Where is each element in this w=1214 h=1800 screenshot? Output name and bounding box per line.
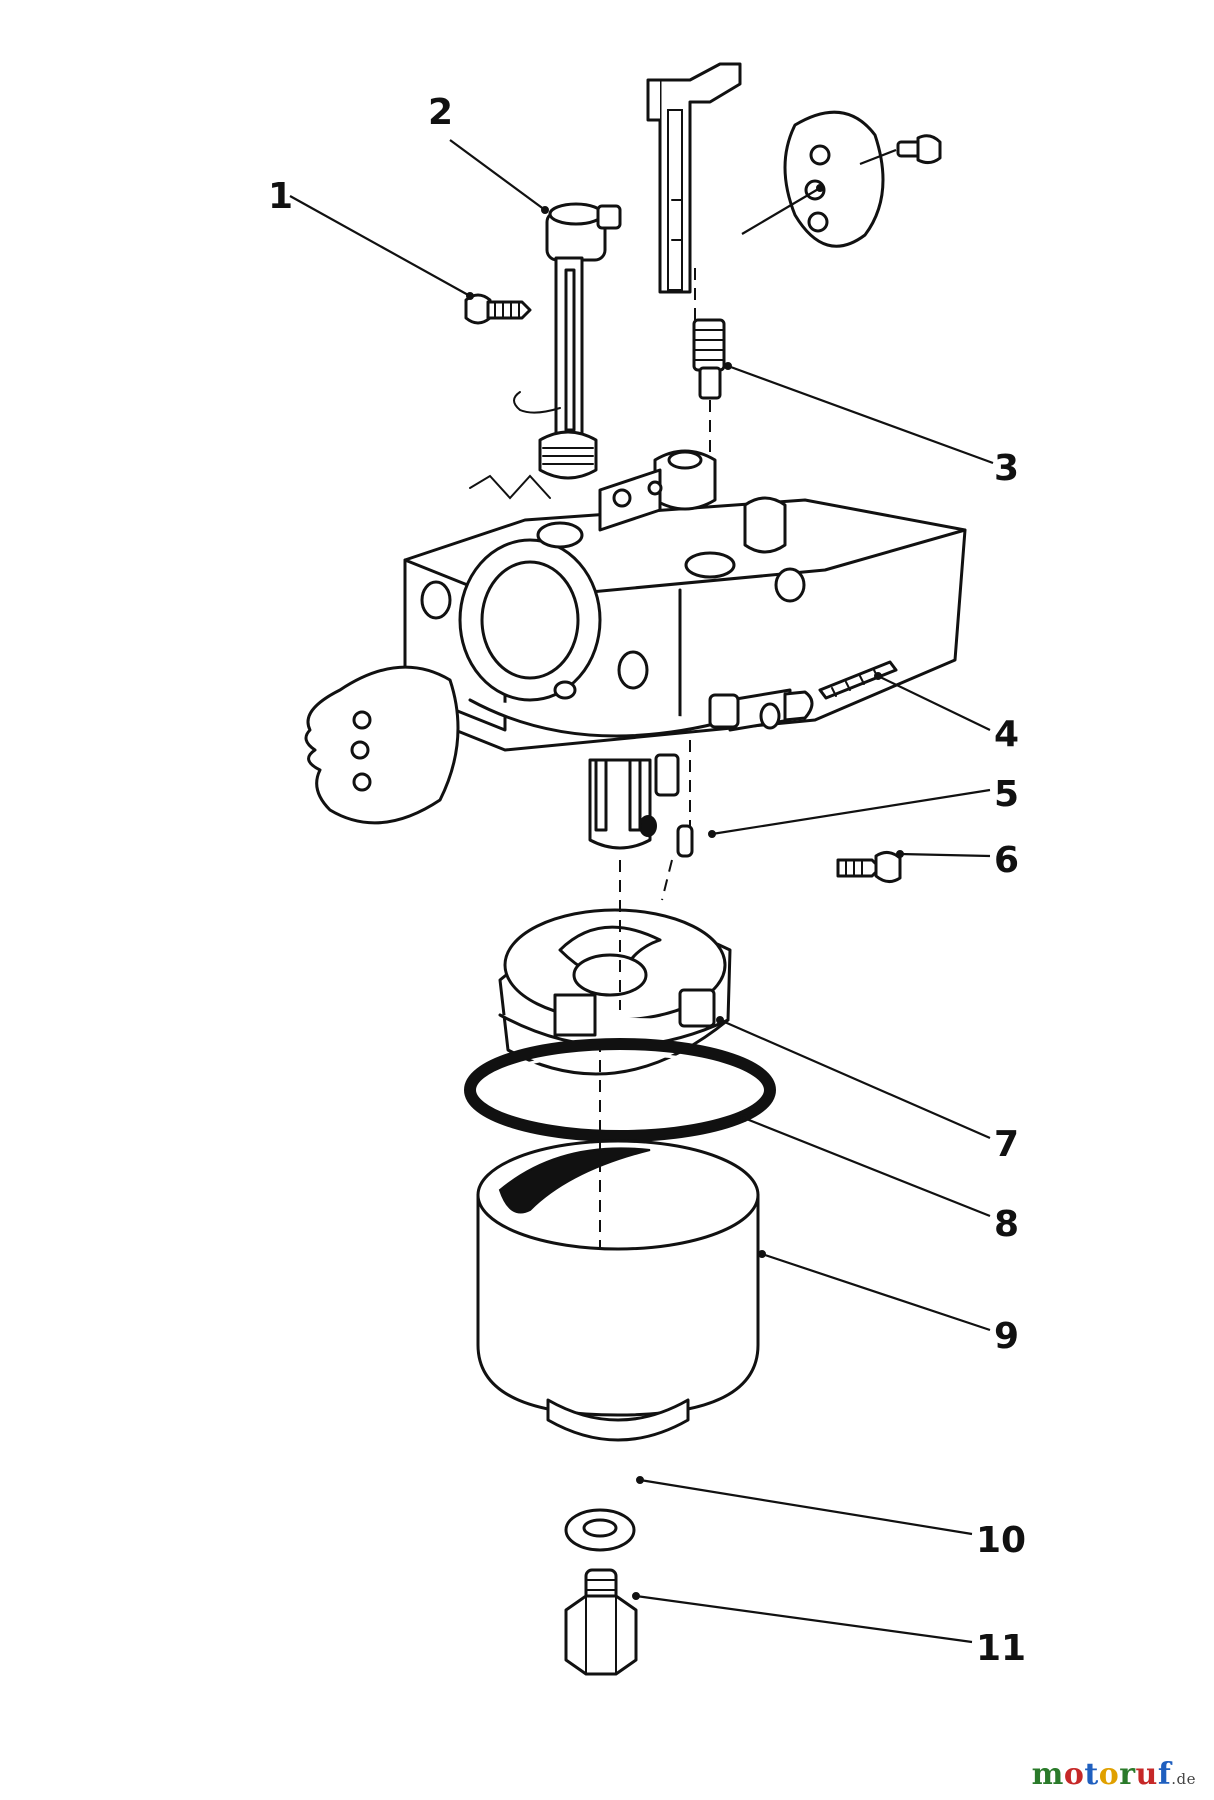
screw-part-6	[836, 851, 902, 883]
watermark-letter: o	[1098, 1757, 1120, 1792]
callout-4: 4	[994, 714, 1019, 755]
choke-plate-part	[783, 110, 942, 248]
needle-part-5	[676, 824, 694, 858]
centerline-pin	[661, 859, 673, 901]
callout-7: 7	[994, 1124, 1019, 1165]
callouts: 1 2 3 4 5 6 7 8 9 10 11	[268, 92, 1026, 1669]
watermark-suffix: .de	[1171, 1770, 1196, 1788]
bowl-gasket-part-8	[464, 1038, 776, 1142]
pin-part-4	[818, 660, 898, 700]
screw-part-1	[464, 293, 532, 325]
leader-lines	[289, 139, 994, 1644]
watermark-letter: o	[1063, 1757, 1085, 1792]
watermark-letter: m	[1031, 1757, 1064, 1792]
callout-5: 5	[994, 774, 1019, 815]
watermark-letter: f	[1157, 1757, 1172, 1792]
main-nozzle-part	[588, 753, 680, 850]
callout-3: 3	[994, 448, 1019, 489]
adjust-screw-part-3	[692, 318, 726, 400]
throttle-spring-wire	[469, 474, 551, 500]
float-bowl-part-9	[476, 1139, 760, 1442]
watermark-letter: u	[1135, 1757, 1158, 1792]
callout-11: 11	[976, 1628, 1026, 1669]
watermark-letter: t	[1084, 1757, 1099, 1792]
return-spring	[513, 391, 561, 414]
watermark-letter: r	[1119, 1757, 1136, 1792]
callout-9: 9	[994, 1316, 1019, 1357]
callout-2: 2	[428, 92, 453, 133]
callout-1: 1	[268, 176, 293, 217]
throttle-shaft-part	[538, 202, 622, 480]
washer-part-10	[564, 1508, 636, 1552]
callout-6: 6	[994, 840, 1019, 881]
callout-8: 8	[994, 1204, 1019, 1245]
carburetor-body	[403, 449, 967, 752]
callout-10: 10	[976, 1520, 1026, 1561]
float-part-7	[498, 908, 732, 1076]
choke-shaft-part	[646, 62, 742, 294]
motoruf-watermark: motoruf.de	[1032, 1757, 1196, 1792]
bowl-nut-part-11	[564, 1568, 638, 1676]
gasket-part	[304, 665, 460, 825]
